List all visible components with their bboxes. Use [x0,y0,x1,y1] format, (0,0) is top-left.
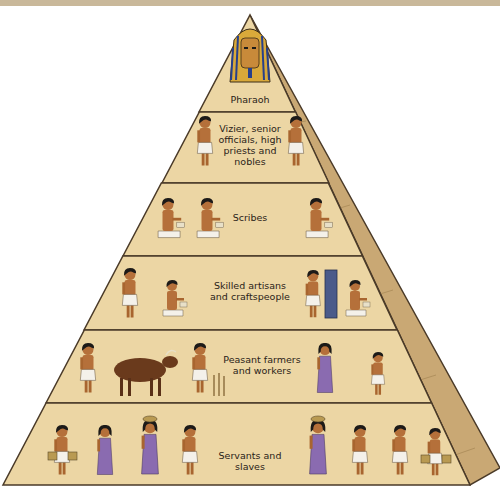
wheat-shape [214,373,224,396]
band-outline [3,403,470,485]
farmer-figure [192,343,207,393]
scribe-figure [306,198,332,238]
band-shape [123,183,362,256]
noble-figure [197,116,212,166]
artisan-figure [306,270,321,317]
pyramid-band: Peasant farmers and workers [46,330,432,403]
servant-figure [310,420,327,474]
pyramid-band: Servants and slaves [3,403,470,485]
artisan-figure [346,280,370,316]
band-shape [84,256,397,330]
scribe-figure [158,198,184,238]
scribe-figure [197,198,223,238]
servant-figure [392,425,407,475]
rank-label: Scribes [220,213,280,224]
worker-figure [371,352,384,395]
farmer-figure [80,343,95,393]
rank-label: Pharaoh [218,95,282,106]
band-shape [162,112,329,183]
rank-label: Skilled artisans and craftspeople [210,281,290,303]
artisan-figure [163,280,187,316]
servant-figure [54,425,69,475]
pharaoh-mask [230,29,270,82]
statue-shape [325,270,337,318]
servant-figure [97,425,112,475]
pyramid-band: Vizier, senior officials, high priests a… [162,112,329,183]
baskets [48,416,451,463]
ox-shape [114,351,178,396]
servant-figure [428,428,443,475]
top-strip [0,0,500,6]
servant-figure [182,425,197,475]
artisan-figure [122,268,137,318]
pyramid-band: Skilled artisans and craftspeople [84,256,397,330]
servant-figure [352,425,367,475]
band-shape [46,330,432,403]
rank-label: Vizier, senior officials, high priests a… [215,124,285,168]
rank-label: Peasant farmers and workers [223,355,301,377]
band-shape [199,15,295,112]
band-shape [3,403,470,485]
pyramid-band: Pharaoh [199,15,295,112]
rank-label: Servants and slaves [215,451,285,473]
servant-figure [142,420,159,474]
pyramid-band: Scribes [123,183,362,256]
noble-figure [288,116,303,166]
worker-figure [317,343,332,393]
